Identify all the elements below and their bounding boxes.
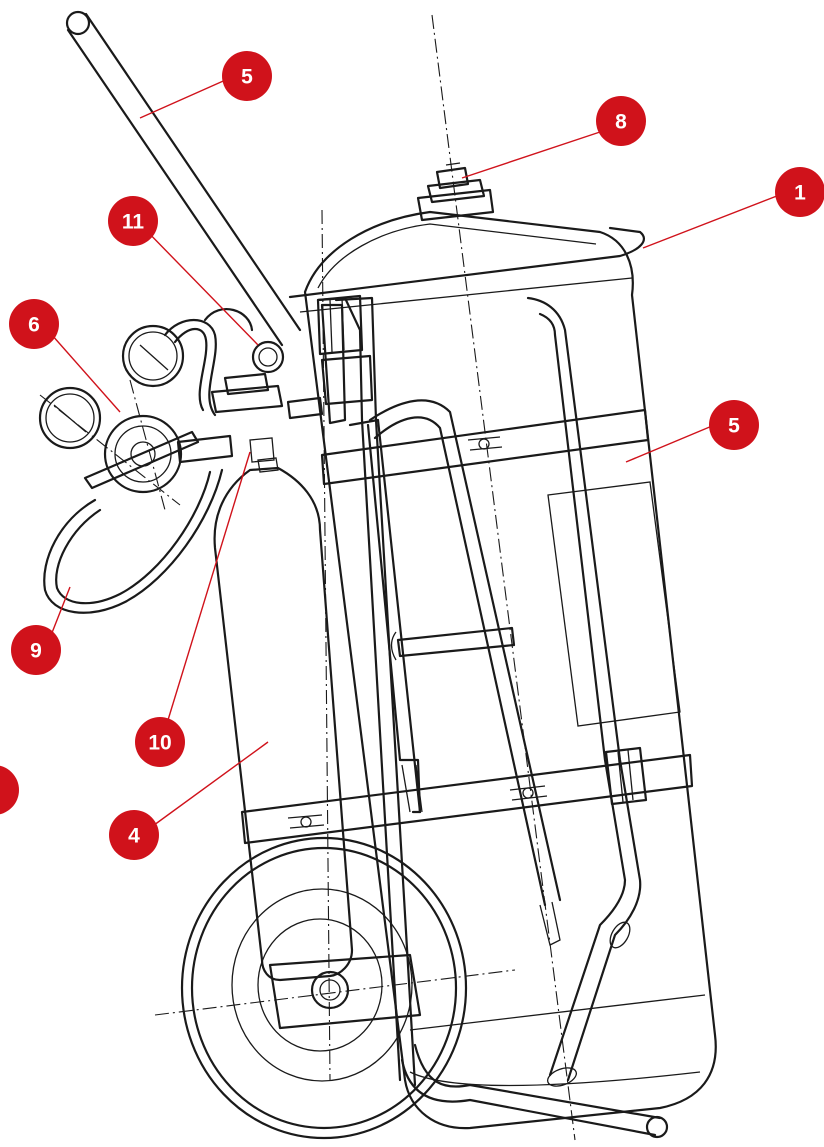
callout-4-badge [109,810,159,860]
callout-1-label: 1 [794,182,806,205]
wheel [180,836,468,1140]
bottom-handle [400,1043,669,1139]
callout-1-badge [775,167,824,217]
callout-5-handle-badge [222,51,272,101]
frame-tubes [287,294,648,1087]
trolley-handle [65,10,302,374]
callout-8-badge [596,96,646,146]
gas-cylinder [213,437,354,982]
regulator-assembly [38,308,324,614]
callout-11-badge [108,196,158,246]
callout-5-band-label: 5 [728,415,740,438]
leader-lines [43,77,783,829]
callout-11-label: 11 [122,211,145,234]
callout-10: 10 [135,717,185,767]
callout-11: 11 [108,196,158,246]
callout-5-band-badge [709,400,759,450]
callout-10-badge [135,717,185,767]
fill-cap [416,162,495,222]
callout-3: 3 [0,765,19,815]
callout-9-badge [11,625,61,675]
callout-10-label: 10 [148,732,171,755]
callout-3-badge [0,765,19,815]
main-tank [240,210,717,1130]
callout-4-label: 4 [128,825,140,848]
callout-8: 8 [596,96,646,146]
callout-6-badge [9,299,59,349]
callout-4: 4 [109,810,159,860]
callout-5-handle: 5 [222,51,272,101]
callout-9-label: 9 [30,640,42,663]
callout-1: 1 [775,167,824,217]
callout-9: 9 [11,625,61,675]
callout-5-band: 5 [709,400,759,450]
callout-6-label: 6 [28,314,40,337]
callout-5-handle-label: 5 [241,66,253,89]
callouts: 1 5 5 8 11 6 9 10 [0,51,824,860]
callout-6: 6 [9,299,59,349]
callout-8-label: 8 [615,111,627,134]
center-lines [154,14,576,1141]
